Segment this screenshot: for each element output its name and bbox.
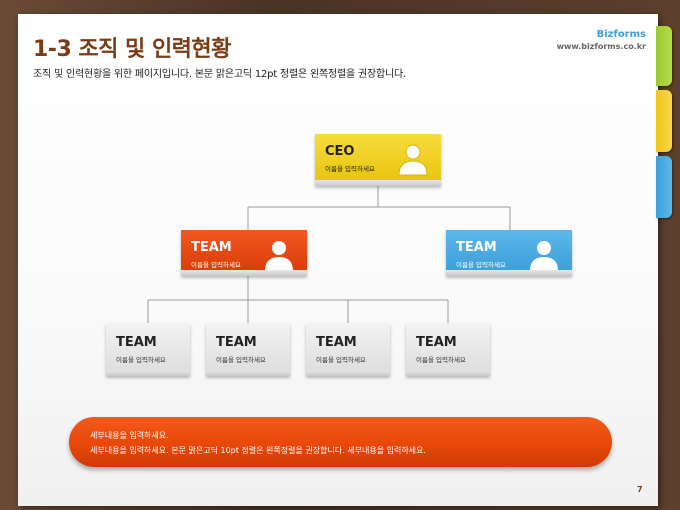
box-footer-strip (446, 270, 572, 276)
detail-note-line-2: 세부내용을 입력하세요. 본문 맑은고딕 10pt 정렬은 왼쪽정렬을 권장합니… (90, 446, 426, 455)
person-icon (265, 241, 293, 271)
org-box-title: CEO (325, 144, 355, 159)
box-footer-strip (406, 370, 490, 376)
page-title: 1-3 조직 및 인력현황 (33, 37, 231, 62)
org-box-team-blue[interactable]: TEAM 이름을 입력하세요 (446, 230, 572, 276)
org-box-name: 이름을 입력하세요 (116, 356, 166, 364)
org-box-sub-team-1[interactable]: TEAM 이름을 입력하세요 (106, 323, 190, 376)
org-box-name: 이름을 입력하세요 (325, 165, 375, 173)
page-subtitle: 조직 및 인력현황을 위한 페이지입니다. 본문 맑은고딕 12pt 정렬은 왼… (33, 69, 406, 80)
org-box-team-red[interactable]: TEAM 이름을 입력하세요 (181, 230, 307, 276)
box-footer-strip (181, 270, 307, 276)
box-footer-strip (106, 370, 190, 376)
brand-url: www.bizforms.co.kr (556, 42, 646, 51)
box-footer-strip (306, 370, 390, 376)
org-box-ceo[interactable]: CEO 이름을 입력하세요 (315, 134, 441, 186)
org-box-sub-team-3[interactable]: TEAM 이름을 입력하세요 (306, 323, 390, 376)
box-footer-strip (315, 180, 441, 186)
page-number: 7 (637, 485, 643, 494)
org-box-name: 이름을 입력하세요 (416, 356, 466, 364)
side-tab-yellow[interactable] (656, 90, 672, 152)
org-box-title: TEAM (416, 335, 457, 350)
person-icon (530, 241, 558, 271)
side-tab-blue[interactable] (656, 156, 672, 218)
person-icon (398, 144, 428, 176)
org-box-title: TEAM (456, 240, 497, 255)
org-box-title: TEAM (191, 240, 232, 255)
org-box-sub-team-2[interactable]: TEAM 이름을 입력하세요 (206, 323, 290, 376)
brand-name: Bizforms (596, 29, 646, 40)
org-box-title: TEAM (116, 335, 157, 350)
org-box-name: 이름을 입력하세요 (216, 356, 266, 364)
box-footer-strip (206, 370, 290, 376)
org-box-name: 이름을 입력하세요 (191, 261, 241, 269)
org-box-name: 이름을 입력하세요 (316, 356, 366, 364)
detail-note-banner[interactable]: 세부내용을 입력하세요. 세부내용을 입력하세요. 본문 맑은고딕 10pt 정… (69, 417, 612, 467)
detail-note-line-1: 세부내용을 입력하세요. (90, 431, 169, 440)
org-box-name: 이름을 입력하세요 (456, 261, 506, 269)
side-tab-green[interactable] (656, 26, 672, 86)
org-box-sub-team-4[interactable]: TEAM 이름을 입력하세요 (406, 323, 490, 376)
org-box-title: TEAM (216, 335, 257, 350)
org-box-title: TEAM (316, 335, 357, 350)
